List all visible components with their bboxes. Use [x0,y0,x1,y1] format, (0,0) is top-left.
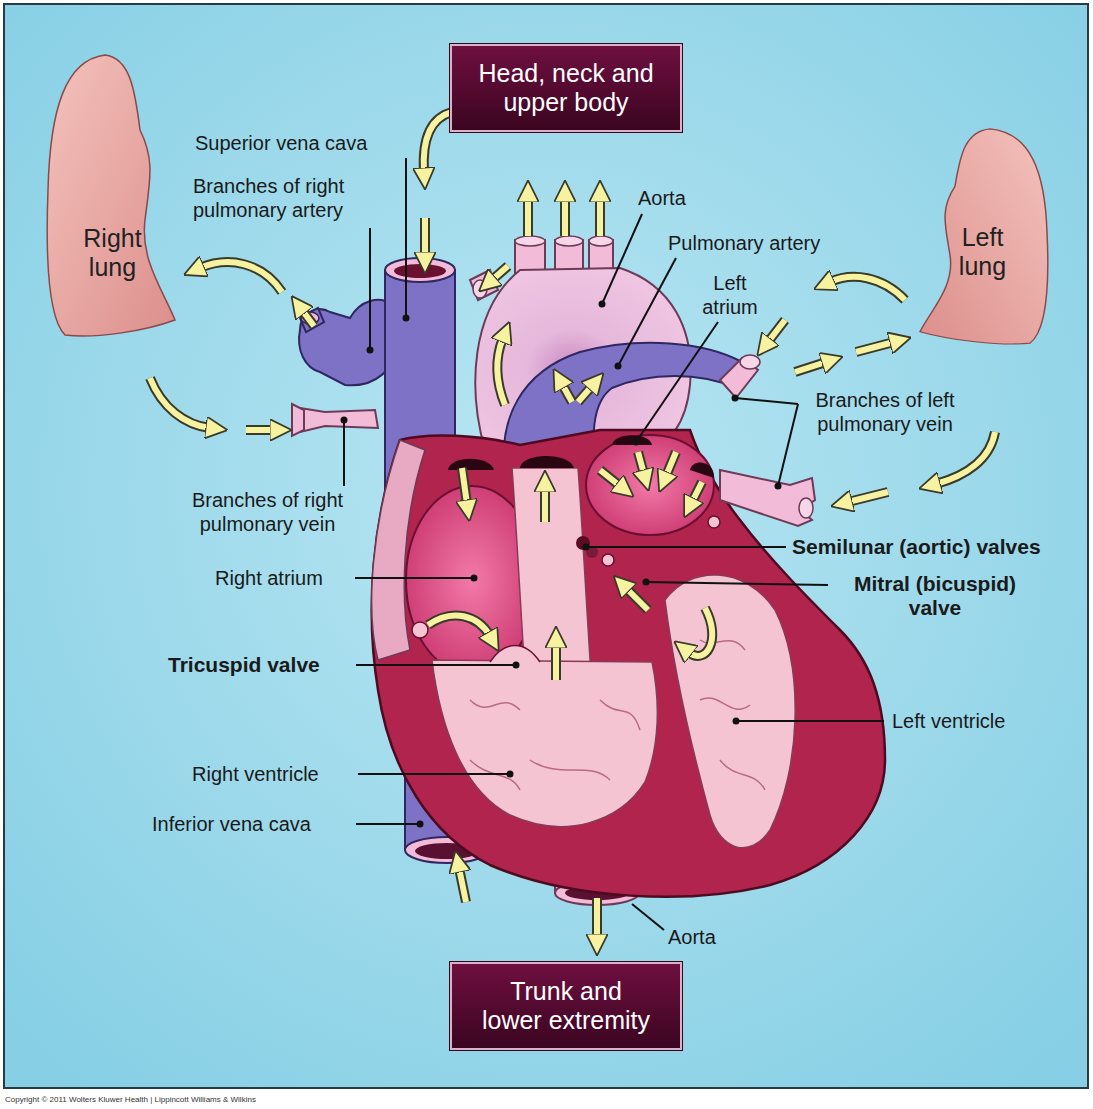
part-label: Tricuspid valve [168,653,353,677]
region-name: Trunk and lower extremity [479,977,654,1035]
region-name: Head, neck and upper body [477,59,655,117]
heart-body [372,430,885,897]
part-label: Inferior vena cava [152,812,352,836]
part-label: Branches of right pulmonary vein [175,488,360,536]
lung-shape: Left lung [915,125,1050,347]
lung-shape: Right lung [45,50,180,340]
part-label: Semilunar (aortic) valves [792,535,1082,559]
background-panel [4,4,1088,1088]
region-box: Trunk and lower extremity [450,962,682,1050]
copyright-note: Copyright © 2011 Wolters Kluwer Health |… [5,1095,505,1105]
flow-arrows [150,112,995,938]
part-label: Pulmonary artery [668,231,868,255]
part-label: Aorta [668,925,758,949]
part-label: Superior vena cava [195,131,425,155]
part-label: Branches of left pulmonary vein [800,388,970,436]
part-label: Left ventricle [892,709,1072,733]
part-label: Mitral (bicuspid) valve [830,572,1040,620]
region-box: Head, neck and upper body [450,44,682,132]
lung-name: Left lung [943,223,1023,281]
part-label: Aorta [638,186,728,210]
lung-name: Right lung [73,224,153,282]
part-label: Left atrium [690,271,770,319]
part-label: Right ventricle [192,762,357,786]
part-label: Right atrium [215,566,350,590]
lung-outline [45,50,180,340]
part-label: Branches of right pulmonary artery [193,174,393,222]
